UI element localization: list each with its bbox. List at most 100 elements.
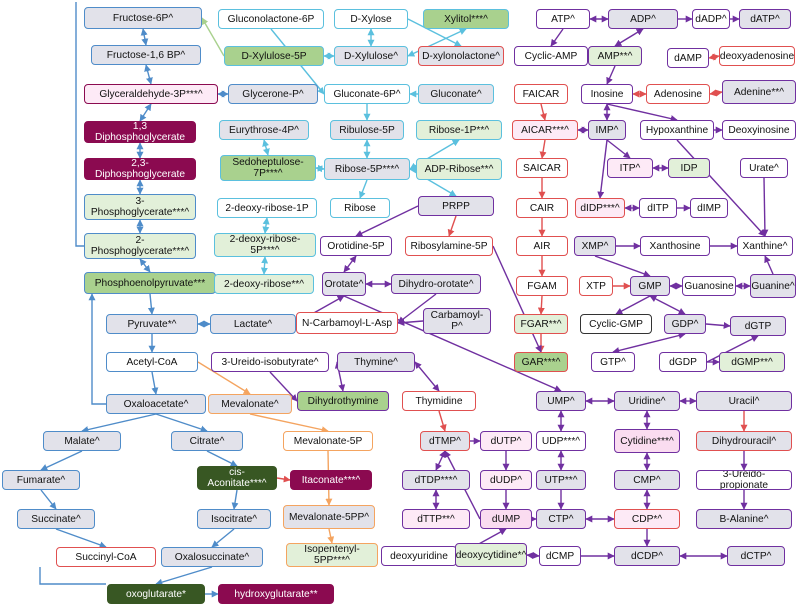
metabolite-amp: AMP**^ (588, 46, 642, 66)
edge-gdp-dgtp (705, 321, 731, 329)
metabolite-xanthosine: Xanthosine (640, 236, 710, 256)
metabolite-urate: Urate^ (740, 158, 788, 178)
metabolite-deoxyribose: 2-deoxy-ribose**^ (214, 274, 314, 294)
edge-malate-fumarate (40, 450, 83, 471)
metabolite-succinate: Succinate^ (17, 509, 95, 529)
metabolite-fructose16bp: Fructose-1,6 BP^ (91, 45, 201, 65)
edge-fructose16bp-g3p (144, 64, 153, 85)
metabolite-adp: ADP^ (608, 9, 678, 29)
metabolite-gtp: GTP^ (591, 352, 635, 372)
edge-mevalonate-mevalonate5p (249, 413, 329, 434)
metabolite-thymine: Thymine^ (337, 352, 415, 372)
metabolite-orotidine5p: Orotidine-5P (320, 236, 392, 256)
edge-prpp-ribosylamine5p (447, 215, 457, 237)
metabolite-succinylcoa: Succinyl-CoA (56, 547, 156, 567)
metabolite-air: AIR (516, 236, 568, 256)
metabolite-prpp: PRPP (418, 196, 494, 216)
metabolite-xtp: XTP (579, 276, 613, 296)
edge-thymidine-dtmp (438, 410, 447, 432)
edge-citrate-cisaconitate (206, 450, 238, 467)
metabolite-dtmp: dTMP^ (420, 431, 470, 451)
metabolite-erythrose4p: Eurythrose-4P^ (219, 120, 309, 140)
metabolite-dcmp: dCMP (539, 546, 581, 566)
edge-g3p-bpg13 (139, 103, 152, 122)
metabolite-dimp: dIMP (690, 198, 728, 218)
metabolite-ureidopropionate: 3-Ureido-propionate (696, 470, 792, 490)
edge-urate-xanthine (761, 177, 769, 237)
metabolite-aicar: AICAR***^ (512, 120, 578, 140)
edge-fgam-fgar (537, 295, 545, 315)
metabolite-citrate: Citrate^ (171, 431, 243, 451)
metabolite-xylitol: Xylitol***^ (423, 9, 509, 29)
metabolite-cyclicgmp: Cyclic-GMP (580, 314, 652, 334)
edge-oxaloacetate-pep (88, 293, 106, 405)
edge-fumarate-succinate (40, 489, 57, 510)
metabolite-dxylulose: D-Xylulose^ (334, 46, 408, 66)
metabolite-hydroxyglutarate: hydroxyglutarate** (218, 584, 334, 604)
edge-dtmp-dtdp (435, 450, 446, 471)
edge-cisaconitate-isocitrate (231, 489, 239, 510)
metabolite-ctp: CTP^ (536, 509, 586, 529)
metabolite-gdp: GDP^ (664, 314, 706, 334)
metabolite-fumarate: Fumarate^ (2, 470, 80, 490)
metabolite-thymidine: Thymidine (402, 391, 476, 411)
metabolite-isocitrate: Isocitrate^ (197, 509, 271, 529)
edge-adenosine-adenine (709, 89, 723, 97)
metabolite-pg2: 2-Phosphoglycerate***^ (84, 233, 196, 259)
metabolite-gmp: GMP (630, 276, 670, 296)
metabolite-adenosine: Adenosine (646, 84, 710, 104)
metabolite-fgam: FGAM (516, 276, 568, 296)
metabolite-datp: dATP^ (739, 9, 791, 29)
edge-guanine-xanthine (764, 255, 774, 275)
edge-imp-didp (597, 139, 608, 199)
metabolite-orotate: Orotate^ (322, 272, 366, 296)
metabolite-dxylulose5p: D-Xylulose-5P (224, 46, 324, 66)
metabolite-fructose6p: Fructose-6P^ (84, 7, 202, 29)
metabolite-cmp: CMP^ (614, 470, 680, 490)
edge-deoxyribose5p-deoxyribose (260, 256, 269, 275)
edge-thymine-thymidine (414, 361, 440, 392)
metabolite-sedoheptulose7p: Sedoheptulose-7P***^ (220, 155, 316, 181)
metabolite-hypoxanthine: Hypoxanthine (640, 120, 714, 140)
edge-ribose5p-sedoheptulose7p (315, 164, 325, 173)
metabolite-acetylcoa: Acetyl-CoA (106, 352, 198, 372)
metabolite-uracil: Uracil^ (696, 391, 792, 411)
metabolite-fgar: FGAR**^ (514, 314, 568, 334)
edge-gmp-cyclicgmp (615, 295, 651, 315)
metabolite-adenine: Adenine**^ (722, 80, 796, 104)
metabolite-dump: dUMP (480, 509, 532, 529)
metabolite-pg3: 3-Phosphoglycerate***^ (84, 194, 196, 220)
edge-amp-inosine (606, 65, 616, 85)
metabolite-dihydrouracil: Dihydrouracil^ (696, 431, 792, 451)
edge-acetylcoa-oxaloacetate (151, 371, 159, 395)
edge-aicar-saicar (539, 139, 547, 159)
metabolite-guanine: Guanine^ (750, 274, 796, 298)
metabolite-ribose1p: Ribose-1P**^ (416, 120, 502, 140)
metabolite-didp: dIDP***^ (575, 198, 625, 218)
metabolite-cdp: CDP*^ (614, 509, 680, 529)
metabolite-idp: IDP (668, 158, 710, 178)
metabolite-udp: UDP***^ (536, 431, 586, 451)
metabolite-gluconate6p: Gluconate-6P^ (324, 84, 410, 104)
metabolite-dtdp: dTDP***^ (402, 470, 470, 490)
metabolite-saicar: SAICAR (516, 158, 568, 178)
metabolite-carbamoylp: Carbamoyl-P^ (423, 308, 491, 334)
edge-imp-itp (606, 139, 631, 159)
metabolite-ncarbamoyl: N-Carbamoyl-L-Asp (296, 312, 398, 334)
metabolite-ditp: dITP (639, 198, 677, 218)
metabolite-adpribose: ADP-Ribose**^ (416, 158, 502, 180)
metabolite-ump: UMP^ (536, 391, 586, 411)
edge-oxoglutarate-succinylcoa (39, 567, 106, 585)
metabolite-pyruvate: Pyruvate*^ (106, 314, 198, 334)
metabolite-ribulose5p: Ribulose-5P (330, 120, 404, 140)
metabolite-dihydroorotate: Dihydro-orotate^ (391, 274, 481, 294)
edge-cisaconitate-itaconate (276, 475, 291, 483)
metabolite-oxoglutarate: oxoglutarate* (107, 584, 205, 604)
metabolite-dcdp: dCDP^ (614, 546, 680, 566)
metabolite-balanine: B-Alanine^ (696, 509, 792, 529)
metabolite-ribose5p: Ribose-5P***^ (324, 158, 410, 180)
metabolite-ribosylamine5p: Ribosylamine-5P (405, 236, 493, 256)
edge-damp-deoxyadenosine (708, 53, 720, 61)
metabolite-malate: Malate^ (43, 431, 121, 451)
